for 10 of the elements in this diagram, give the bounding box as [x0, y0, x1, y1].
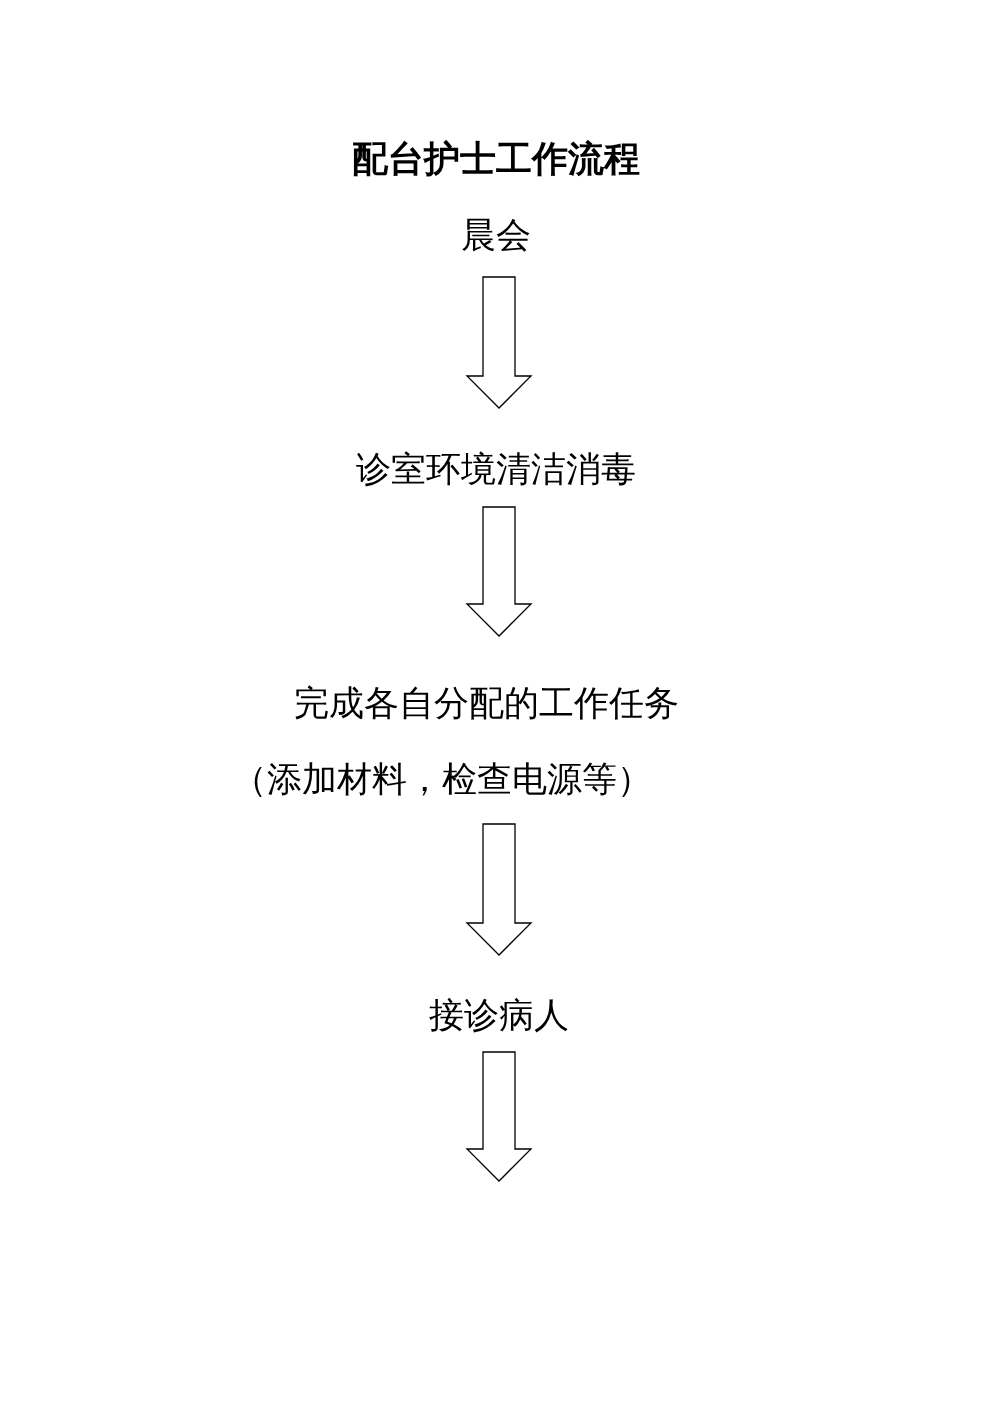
block-arrow — [465, 823, 533, 956]
diagram-title: 配台护士工作流程 — [352, 137, 640, 181]
block-arrow — [465, 1051, 533, 1182]
block-arrow — [465, 506, 533, 637]
step-text: 诊室环境清洁消毒 — [356, 448, 636, 490]
block-arrow — [465, 276, 533, 409]
step-text: 完成各自分配的工作任务 — [294, 682, 679, 724]
step-text: 晨会 — [461, 214, 531, 256]
step-text: 接诊病人 — [429, 994, 569, 1036]
step-note: （添加材料，检查电源等） — [232, 758, 652, 800]
